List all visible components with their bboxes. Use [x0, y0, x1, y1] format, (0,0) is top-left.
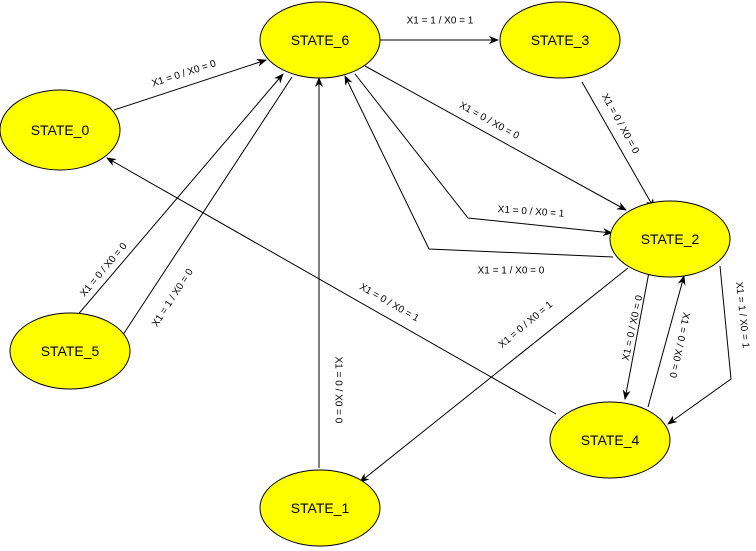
label-s5-to-s6: X1 = 0 / X0 = 0 — [78, 241, 130, 300]
state-label-s1: STATE_1 — [291, 500, 350, 516]
edge-s6-to-s2 — [364, 65, 627, 211]
label-s0-to-s6: X1 = 0 / X0 = 0 — [151, 58, 218, 89]
state-label-s6: STATE_6 — [291, 32, 350, 48]
edge-s6-to-s2-b — [354, 73, 613, 237]
edge-s4-to-s2 — [647, 275, 686, 408]
edge-s2-to-s4-b — [667, 265, 732, 425]
state-node-s1: STATE_1 — [259, 469, 381, 547]
state-node-s5: STATE_5 — [9, 312, 131, 390]
state-node-s3: STATE_3 — [499, 1, 621, 79]
state-node-s4: STATE_4 — [549, 401, 671, 479]
state-node-s0: STATE_0 — [0, 89, 121, 171]
edge-s2-to-s1 — [359, 267, 629, 483]
label-s6-to-s3: X1 = 1 / X0 = 1 — [407, 16, 474, 27]
label-s6-to-s2: X1 = 0 / X0 = 0 — [457, 100, 521, 142]
state-label-s3: STATE_3 — [531, 32, 590, 48]
label-s4-to-s2: X1 = 0 / X0 = 0 — [667, 311, 692, 379]
edge-s6-to-s5 — [112, 76, 293, 351]
state-node-s2: STATE_2 — [609, 200, 731, 278]
label-s2-to-s4: X1 = 0 / X0 = 0 — [621, 294, 646, 362]
label-s1-to-s6: X1 = 0 / X0 = 0 — [333, 357, 344, 424]
state-label-s5: STATE_5 — [41, 343, 100, 359]
label-s4-to-s0: X1 = 0 / X0 = 1 — [357, 282, 421, 325]
edge-s2-to-s4 — [622, 271, 650, 400]
label-s6-to-s5: X1 = 1 / X0 = 0 — [150, 267, 196, 329]
label-s2-to-s6: X1 = 1 / X0 = 0 — [478, 266, 545, 277]
state-label-s2: STATE_2 — [641, 231, 700, 247]
state-label-s0: STATE_0 — [31, 122, 90, 138]
state-label-s4: STATE_4 — [581, 432, 640, 448]
edge-s0-to-s6 — [113, 59, 267, 111]
edge-s2-to-s6 — [344, 75, 614, 258]
label-s2-to-s4-b: X1 = 1 / X0 = 1 — [733, 281, 751, 349]
edge-s5-to-s6 — [57, 73, 284, 339]
label-s6-to-s2-b: X1 = 0 / X0 = 1 — [497, 204, 565, 220]
edge-s3-to-s2 — [581, 81, 655, 209]
label-s3-to-s2: X1 = 0 / X0 = 0 — [599, 92, 641, 156]
state-node-s6: STATE_6 — [259, 1, 381, 79]
edge-s4-to-s0 — [106, 157, 557, 415]
label-s2-to-s1: X1 = 0 / X0 = 1 — [497, 299, 556, 351]
edges — [57, 36, 732, 483]
